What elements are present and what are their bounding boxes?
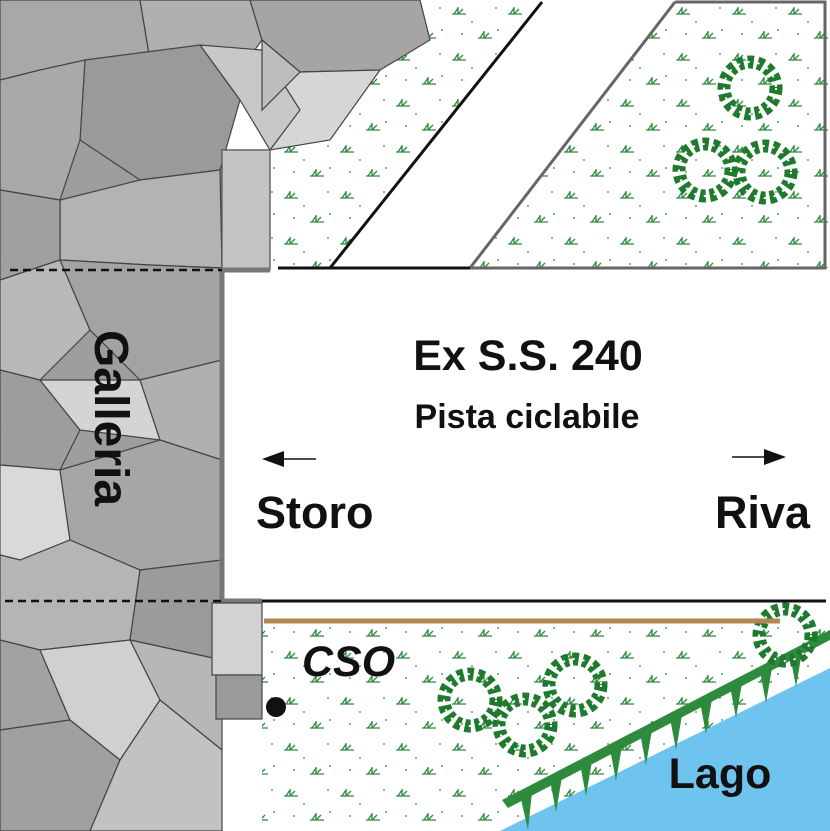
lake-area[interactable] xyxy=(500,668,830,831)
upper-slope-line xyxy=(328,1,544,269)
lakeshore-slope xyxy=(502,630,830,830)
direction-right-label: Riva xyxy=(715,487,811,538)
arrow-left-icon xyxy=(262,451,316,467)
upper-embankment-outline xyxy=(466,0,827,270)
portal-lower-base xyxy=(215,674,263,720)
tunnel-label: Galleria xyxy=(84,330,137,506)
arrow-right-icon xyxy=(732,449,786,465)
road-subtitle: Pista ciclabile xyxy=(415,398,640,436)
rock-mass xyxy=(0,0,431,831)
sensor-label: CSO xyxy=(302,638,395,686)
road-name: Ex S.S. 240 xyxy=(413,332,643,380)
tunnel-portal-upper-wall xyxy=(221,149,271,271)
direction-left-label: Storo xyxy=(256,487,374,538)
upper-road-strip xyxy=(330,0,675,268)
portal-lower-wall xyxy=(211,602,263,676)
sensor-dot-icon[interactable] xyxy=(266,697,286,717)
lake-label: Lago xyxy=(669,750,772,798)
